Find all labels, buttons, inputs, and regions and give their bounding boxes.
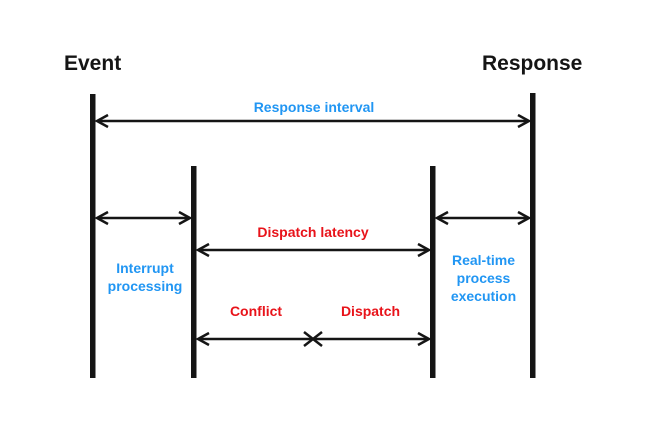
arrow-response-interval — [94, 113, 532, 129]
dispatch-latency-label: Dispatch latency — [257, 224, 369, 240]
timeline-bar-interrupt-end — [191, 166, 197, 378]
response-title: Response — [482, 52, 583, 75]
response-interval-label: Response interval — [253, 99, 375, 115]
conflict-label: Conflict — [229, 303, 283, 319]
timeline-bar-response — [530, 93, 536, 378]
timeline-bar-event — [90, 94, 96, 378]
interrupt-processing-label: Interrupt processing — [107, 260, 183, 294]
arrow-realtime-execution — [434, 210, 532, 226]
arrow-dispatch-latency — [195, 242, 432, 258]
event-title: Event — [64, 52, 122, 75]
realtime-process-execution-label: Real-time process execution — [450, 252, 517, 304]
dispatch-label: Dispatch — [340, 303, 401, 319]
conflict-dispatch-x-mark-icon — [303, 331, 323, 347]
arrow-interrupt-processing — [94, 210, 193, 226]
timeline-bar-dispatch-end — [430, 166, 436, 378]
